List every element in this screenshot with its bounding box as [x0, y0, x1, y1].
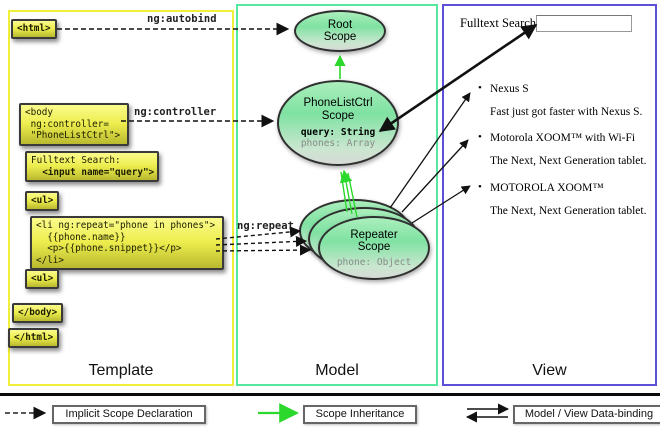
repeater-scope-name: Repeater Scope — [350, 228, 398, 254]
fulltext-template-label: Fulltext Search: — [31, 155, 121, 166]
body-close-tag-box: </body> — [12, 303, 64, 323]
template-panel-title: Template — [88, 362, 154, 379]
body-open-tag-box: <body ng:controller= "PhoneListCtrl"> — [19, 103, 129, 146]
ng-controller-label: ng:controller — [134, 106, 217, 118]
query-property: query: String — [300, 127, 376, 138]
html-open-tag-box: <html> — [11, 19, 57, 39]
phone-snippet: The Next, Next Generation tablet. — [490, 155, 647, 167]
bullet-icon: • — [478, 82, 482, 94]
ng-repeat-label: ng:repeat — [237, 220, 294, 232]
legend-separator — [0, 393, 660, 396]
view-panel-title: View — [532, 362, 567, 379]
legend-scope-inheritance: Scope Inheritance — [303, 405, 417, 424]
legend-implicit-scope: Implicit Scope Declaration — [52, 405, 206, 424]
phone-snippet: Fast just got faster with Nexus S. — [490, 106, 643, 118]
phone-property: phone: Object — [336, 256, 412, 268]
fulltext-search-input[interactable] — [536, 15, 632, 32]
ul-close-tag-box: <ul> — [25, 269, 60, 289]
model-panel-title: Model — [315, 362, 359, 379]
repeater-scope-ellipse: Repeater Scope phone: Object — [318, 216, 430, 280]
phone-name: Motorola XOOM™ with Wi-Fi — [490, 132, 636, 144]
fulltext-template-box: Fulltext Search: <input name="query"> — [25, 151, 159, 182]
bullet-icon: • — [478, 131, 482, 143]
ng-autobind-label: ng:autobind — [147, 13, 217, 25]
fulltext-search-label: Fulltext Search: — [460, 16, 540, 30]
legend-data-binding: Model / View Data-binding — [513, 405, 660, 424]
input-tag-code: <input name="query"> — [31, 166, 155, 178]
phone-name: MOTOROLA XOOM™ — [490, 182, 604, 194]
root-scope-name: Root Scope — [323, 18, 357, 44]
html-close-tag-box: </html> — [8, 328, 60, 348]
phonelistctrl-scope-ellipse: PhoneListCtrl Scope query: String phones… — [277, 80, 399, 166]
phone-name: Nexus S — [490, 83, 529, 95]
model-panel: Model — [236, 4, 438, 386]
li-repeat-box: <li ng:repeat="phone in phones"> {{phone… — [30, 216, 224, 270]
phone-snippet: The Next, Next Generation tablet. — [490, 205, 647, 217]
view-panel: View Fulltext Search: • Nexus S Fast jus… — [442, 4, 657, 386]
phonelistctrl-scope-name: PhoneListCtrl Scope — [303, 97, 373, 122]
root-scope-ellipse: Root Scope — [294, 10, 386, 52]
bullet-icon: • — [478, 181, 482, 193]
ul-open-tag-box: <ul> — [25, 191, 60, 211]
phones-property: phones: Array — [300, 138, 376, 149]
